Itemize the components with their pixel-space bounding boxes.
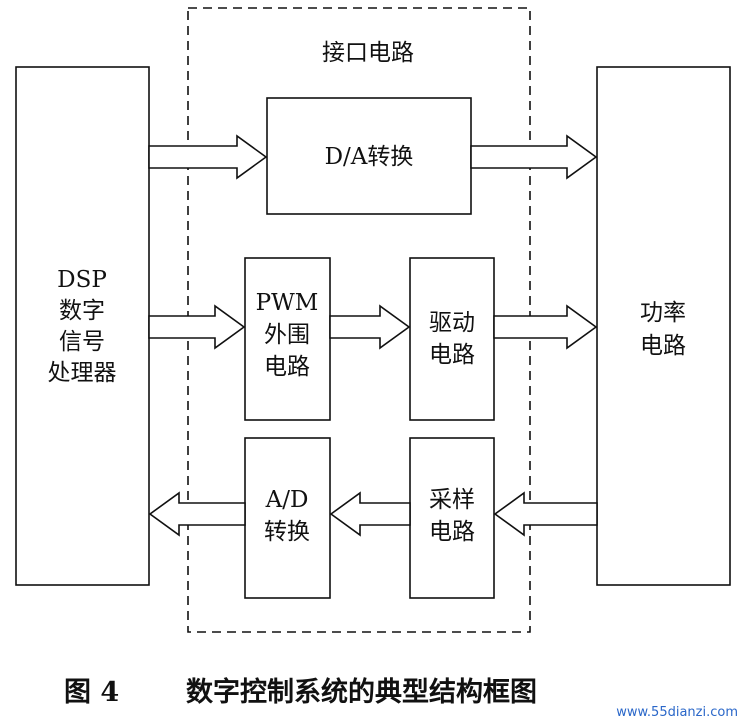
- arrow-dsp-to-pwm: [148, 304, 246, 350]
- drive-block: 驱动 电路: [409, 257, 495, 421]
- pwm-line-2: 外围: [264, 322, 310, 348]
- pwm-line-1: PWM: [256, 290, 319, 316]
- dsp-line-4: 处理器: [48, 360, 117, 386]
- power-line-2: 电路: [640, 333, 686, 359]
- pwm-block: PWM 外围 电路: [244, 257, 331, 421]
- drive-line-1: 驱动: [429, 310, 475, 336]
- arrow-da-to-power: [470, 134, 598, 180]
- dsp-line-3: 信号: [59, 329, 105, 355]
- arrow-sample-to-ad: [329, 491, 411, 537]
- arrow-ad-to-dsp: [148, 491, 246, 537]
- ad-line-2: 转换: [264, 519, 310, 545]
- dsp-line-2: 数字: [59, 298, 105, 324]
- ad-block: A/D 转换: [244, 437, 331, 599]
- arrow-dsp-to-da: [148, 134, 268, 180]
- drive-line-2: 电路: [429, 342, 475, 368]
- arrow-drive-to-power: [493, 304, 598, 350]
- watermark-text: www.55dianzi.com: [616, 705, 738, 720]
- da-label: D/A转换: [325, 144, 414, 170]
- sample-block: 采样 电路: [409, 437, 495, 599]
- pwm-line-3: 电路: [264, 354, 310, 380]
- figure-number: 图 4: [64, 677, 119, 708]
- arrow-power-to-sample: [493, 491, 598, 537]
- interface-label: 接口电路: [322, 40, 414, 66]
- ad-line-1: A/D: [265, 487, 309, 513]
- figure-title: 数字控制系统的典型结构框图: [186, 676, 537, 708]
- dsp-block: DSP 数字 信号 处理器: [15, 66, 150, 586]
- power-block: 功率 电路: [596, 66, 731, 586]
- da-block: D/A转换: [266, 97, 472, 215]
- power-line-1: 功率: [640, 300, 686, 326]
- arrow-pwm-to-drive: [329, 304, 411, 350]
- dsp-line-1: DSP: [57, 267, 107, 293]
- sample-line-2: 电路: [429, 519, 475, 545]
- sample-line-1: 采样: [429, 487, 475, 513]
